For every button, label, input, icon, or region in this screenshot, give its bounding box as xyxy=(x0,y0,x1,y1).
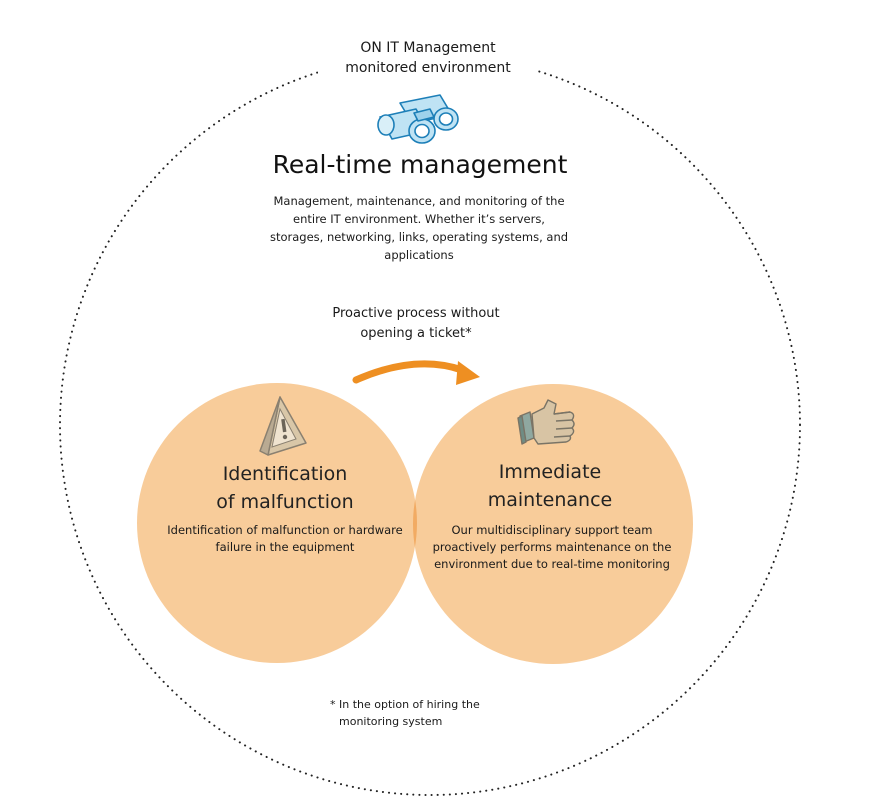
right-circle-title-line1: Immediate xyxy=(498,461,602,483)
thumbs-up-icon xyxy=(517,399,575,445)
environment-boundary xyxy=(59,54,801,796)
left-circle-title-line2: of malfunction xyxy=(216,491,354,513)
proactive-label-line1: Proactive process without xyxy=(332,306,500,321)
warning-triangle-icon xyxy=(259,396,307,456)
environment-title: ON IT Management monitored environment xyxy=(318,38,538,78)
binoculars-icon xyxy=(377,94,459,144)
right-circle-description: Our multidisciplinary support team proac… xyxy=(432,523,672,571)
left-circle xyxy=(137,383,417,663)
right-circle-title-line2: maintenance xyxy=(487,489,613,511)
footnote-line1: * In the option of hiring the xyxy=(330,698,480,711)
proactive-arrow xyxy=(352,360,480,385)
proactive-label-line2: opening a ticket* xyxy=(360,326,472,341)
environment-title-line1: ON IT Management xyxy=(360,40,496,56)
footnote-line2: monitoring system xyxy=(339,715,443,728)
proactive-label: Proactive process without opening a tick… xyxy=(316,304,516,344)
realtime-description: Management, maintenance, and monitoring … xyxy=(269,194,569,262)
right-circle xyxy=(413,384,693,664)
realtime-title: Real-time management xyxy=(272,150,568,179)
left-circle-description: Identification of malfunction or hardwar… xyxy=(167,523,403,554)
footnote: * In the option of hiring the monitoring… xyxy=(330,696,490,730)
environment-title-line2: monitored environment xyxy=(345,60,511,76)
left-circle-title: Identification of malfunction xyxy=(175,460,395,516)
right-circle-title: Immediate maintenance xyxy=(440,458,660,514)
left-circle-title-line1: Identification xyxy=(222,463,348,485)
